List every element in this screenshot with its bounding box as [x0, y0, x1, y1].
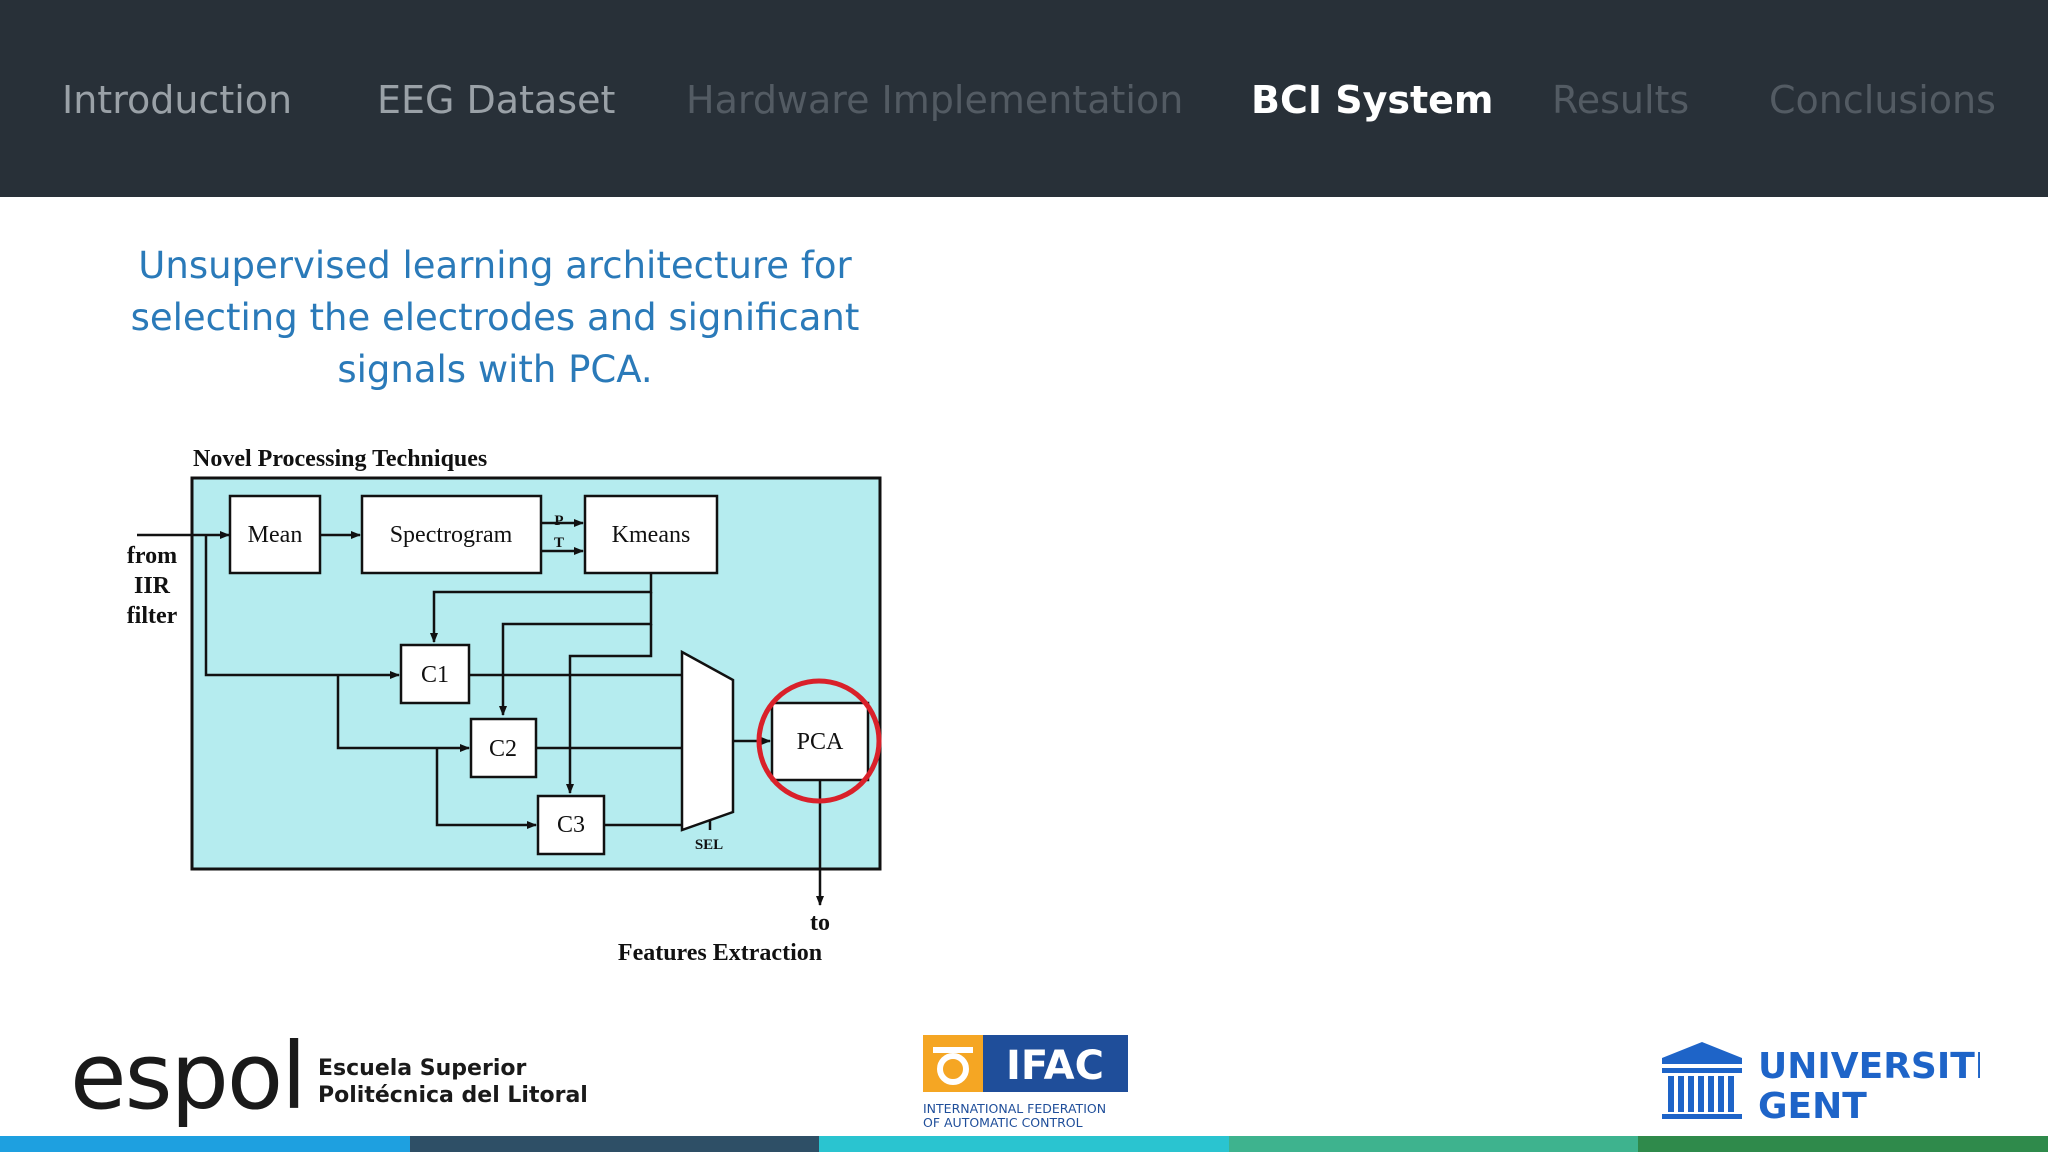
- university-building-icon: [1662, 1042, 1742, 1119]
- pca-highlight-circle: [756, 678, 882, 804]
- pca-block: [770, 701, 870, 782]
- c1-label: C1: [421, 662, 449, 688]
- ugent-line2: GENT: [1758, 1086, 1867, 1127]
- top-nav-bar: Introduction EEG Dataset Hardware Implem…: [0, 0, 2048, 197]
- espol-logo: espol Escuela Superior Politécnica del L…: [70, 1023, 590, 1140]
- slide-title-line: selecting the electrodes and significant: [130, 296, 860, 339]
- kmeans-block: [583, 494, 719, 575]
- input-label-line: filter: [127, 603, 178, 629]
- spectrogram-label: Spectrogram: [390, 522, 513, 548]
- footer-segment: [409, 1136, 820, 1152]
- slide-title-line: Unsupervised learning architecture for: [138, 244, 852, 287]
- nav-hardware-implementation[interactable]: Hardware Implementation: [686, 78, 1184, 122]
- spectrogram-block: [360, 494, 543, 575]
- pca-label: PCA: [797, 729, 844, 755]
- ifac-line1: INTERNATIONAL FEDERATION: [923, 1101, 1106, 1116]
- ifac-line2: OF AUTOMATIC CONTROL: [923, 1115, 1083, 1130]
- nav-results[interactable]: Results: [1552, 78, 1690, 122]
- footer-segment: [819, 1136, 1229, 1152]
- footer-segment: [1638, 1136, 2048, 1152]
- c1-block: [399, 643, 471, 705]
- diagram-heading: Novel Processing Techniques: [193, 446, 487, 472]
- kmeans-label: Kmeans: [612, 522, 691, 548]
- ifac-emblem-icon: IFAC INTERNATIONAL FEDERATION OF AUTOMAT…: [923, 1035, 1128, 1130]
- c3-label: C3: [557, 812, 585, 838]
- nav-introduction[interactable]: Introduction: [62, 78, 293, 122]
- multiplexer: [680, 649, 735, 832]
- ifac-logo: IFAC INTERNATIONAL FEDERATION OF AUTOMAT…: [923, 1035, 1133, 1130]
- output-label-line: Features Extraction: [618, 940, 822, 966]
- footer-segment: [1228, 1136, 1639, 1152]
- c2-block: [469, 717, 538, 779]
- ugent-line1: UNIVERSITEIT: [1758, 1046, 1980, 1087]
- slide-title-line: signals with PCA.: [337, 348, 653, 391]
- input-label-line: from: [127, 543, 177, 569]
- footer-segment: [0, 1136, 410, 1152]
- input-label-line: IIR: [134, 573, 171, 599]
- espol-line1: Escuela Superior: [318, 1056, 526, 1081]
- c3-block: [536, 794, 606, 856]
- signal-t-label: T: [554, 535, 564, 551]
- signal-p-label: P: [554, 513, 563, 529]
- ugent-logo: UNIVERSITEIT GENT: [1660, 1038, 2038, 1130]
- nav-conclusions[interactable]: Conclusions: [1769, 78, 1996, 122]
- mux-sel-label: SEL: [695, 837, 723, 853]
- ifac-wordmark: IFAC: [1006, 1043, 1104, 1089]
- espol-wordmark: espol: [70, 1030, 305, 1130]
- mean-label: Mean: [248, 522, 303, 548]
- output-label-line: to: [810, 910, 830, 936]
- slide-title: Unsupervised learning architecture for s…: [130, 240, 860, 396]
- c2-label: C2: [489, 736, 517, 762]
- footer-color-bar: [0, 1136, 2048, 1152]
- espol-mark: espol Escuela Superior Politécnica del L…: [70, 1023, 588, 1130]
- nav-bci-system[interactable]: BCI System: [1251, 78, 1494, 122]
- nav-eeg-dataset[interactable]: EEG Dataset: [377, 78, 616, 122]
- mean-block: [228, 494, 322, 575]
- espol-line2: Politécnica del Litoral: [318, 1083, 588, 1108]
